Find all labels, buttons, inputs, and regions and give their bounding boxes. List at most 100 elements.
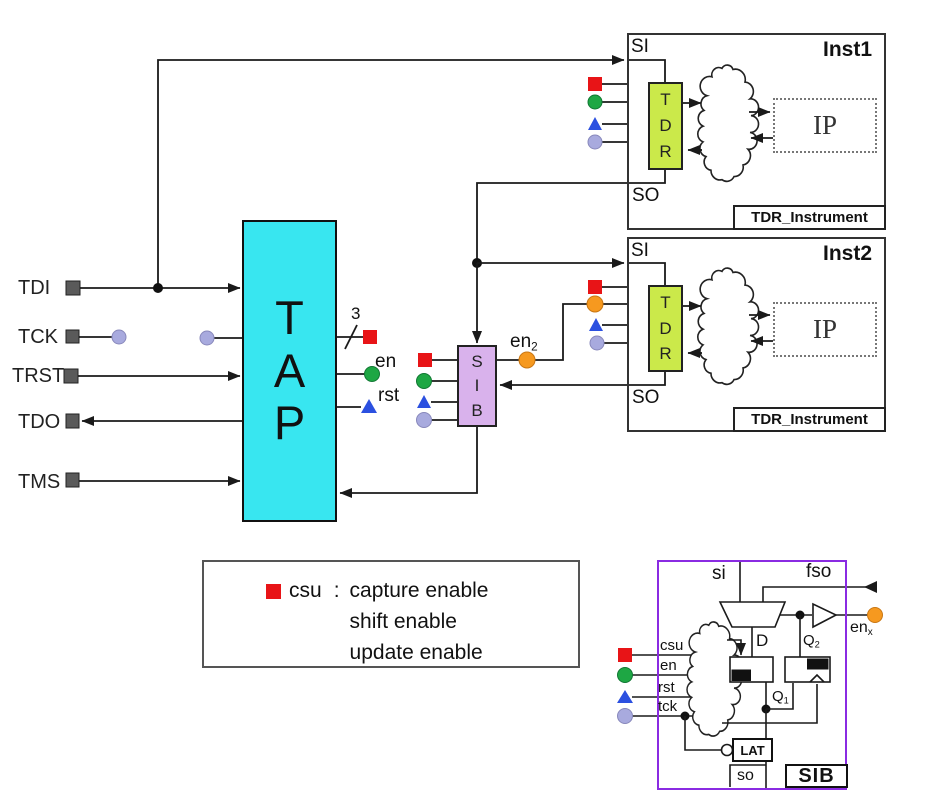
en-output [337,366,380,382]
rst-marker [361,399,377,413]
ff2-clock-wedge [809,673,825,683]
sib-so-to-tap-wire [339,427,478,498]
inst1-internals [587,59,773,183]
tms-pad [65,472,80,488]
tck-marker [199,330,215,346]
bus-width-label: 3 [351,304,361,323]
csu-marker [588,77,602,91]
fso-wire [762,586,877,602]
scan-routing [472,170,666,344]
detail-q2-label: Q2 [803,632,820,650]
inst2-ip-block: IP [773,302,877,357]
sib-detail-schematic [617,560,883,790]
tck-wire [79,329,242,346]
inst2-footer: TDR_Instrument [733,407,886,432]
sib-block: S I B [457,345,497,427]
en-marker [364,366,380,382]
detail-si-label: si [712,563,726,584]
inst2-internals [588,262,773,386]
inst2-so-label: SO [632,387,660,408]
legend-box: csu : capture enable shift enable update… [202,560,580,668]
ff2-clock-wire [722,684,818,724]
enx-marker [867,607,883,623]
detail-rst-label: rst [658,679,675,696]
tck-marker [617,708,633,724]
rst-marker [617,690,633,703]
rst-label: rst [378,385,400,406]
tck-label: TCK [18,326,58,348]
tdo-pad [65,413,80,429]
detail-d-label: D [756,631,769,650]
tck-marker [111,329,127,345]
inst1-so-label: SO [632,185,660,206]
detail-enx-label: enx [850,619,873,638]
tms-label: TMS [18,471,61,493]
csu-marker [363,330,377,344]
rst-marker [589,318,603,331]
rst-marker [588,117,602,130]
detail-so-label: so [737,767,754,784]
detail-q1-label: Q1 [772,688,789,706]
inst1-so-wire [476,170,666,263]
sib-inputs [416,353,457,428]
tap-block: T A P [242,220,337,522]
inst1-title: Inst1 [822,38,872,61]
inst1-si-label: SI [631,36,649,57]
legend-item: shift enable [349,610,457,633]
tdi-pad [65,280,81,296]
tdi-wire [80,55,625,293]
detail-fso-label: fso [806,561,832,582]
detail-en-label: en [660,657,677,674]
tdo-label: TDO [18,411,61,433]
legend-item: update enable [349,641,483,664]
so-label-box [729,764,766,787]
en-marker [587,94,603,110]
lat-clock-wire [684,716,721,751]
en-marker [416,373,432,389]
pin-pads [63,280,81,488]
csu-marker [588,280,602,294]
en-marker [617,667,633,683]
inst1-footer: TDR_Instrument [733,205,886,230]
sib-detail-box [657,560,847,790]
inst2-si-label: SI [631,240,649,261]
en2-marker [586,295,604,313]
ff1-clock-wire [727,639,746,656]
buffer [812,602,838,629]
legend-term: csu [289,579,322,602]
trst-label: TRST [12,365,65,387]
legend-items: capture enable shift enable update enabl… [350,575,489,668]
rst-marker [417,395,431,408]
inst1-ip-block: IP [773,98,877,153]
en2-marker [518,351,536,369]
tck-marker [416,412,432,428]
csu-legend-marker [266,584,281,599]
fso-arrowhead [864,581,877,593]
inst2-so-to-sib-wire [499,372,666,390]
tdi-label: TDI [18,277,51,299]
detail-csu-label: csu [660,637,684,654]
mux [718,601,787,628]
trst-pad [63,368,79,384]
en2-label: en2 [510,331,538,354]
inst2-si-bracket [627,262,666,285]
tck-marker [589,335,605,351]
en2-wire [497,295,628,369]
tdi-junction-dot [153,283,163,293]
csu-marker [418,353,432,367]
csu-bus [337,324,377,350]
lat-block: LAT [732,738,773,762]
inst1-tdr-block: T D R [648,82,683,170]
inst2-tdr-block: T D R [648,285,683,372]
inst2-title: Inst2 [822,242,872,265]
sib-detail-title: SIB [785,764,848,788]
tck-marker [587,134,603,150]
inst1-si-bracket [627,59,666,82]
en-label: en [375,351,397,372]
bus-slash [344,324,358,350]
tck-pad [65,329,80,344]
csu-marker [618,648,632,662]
rst-output [337,399,377,413]
